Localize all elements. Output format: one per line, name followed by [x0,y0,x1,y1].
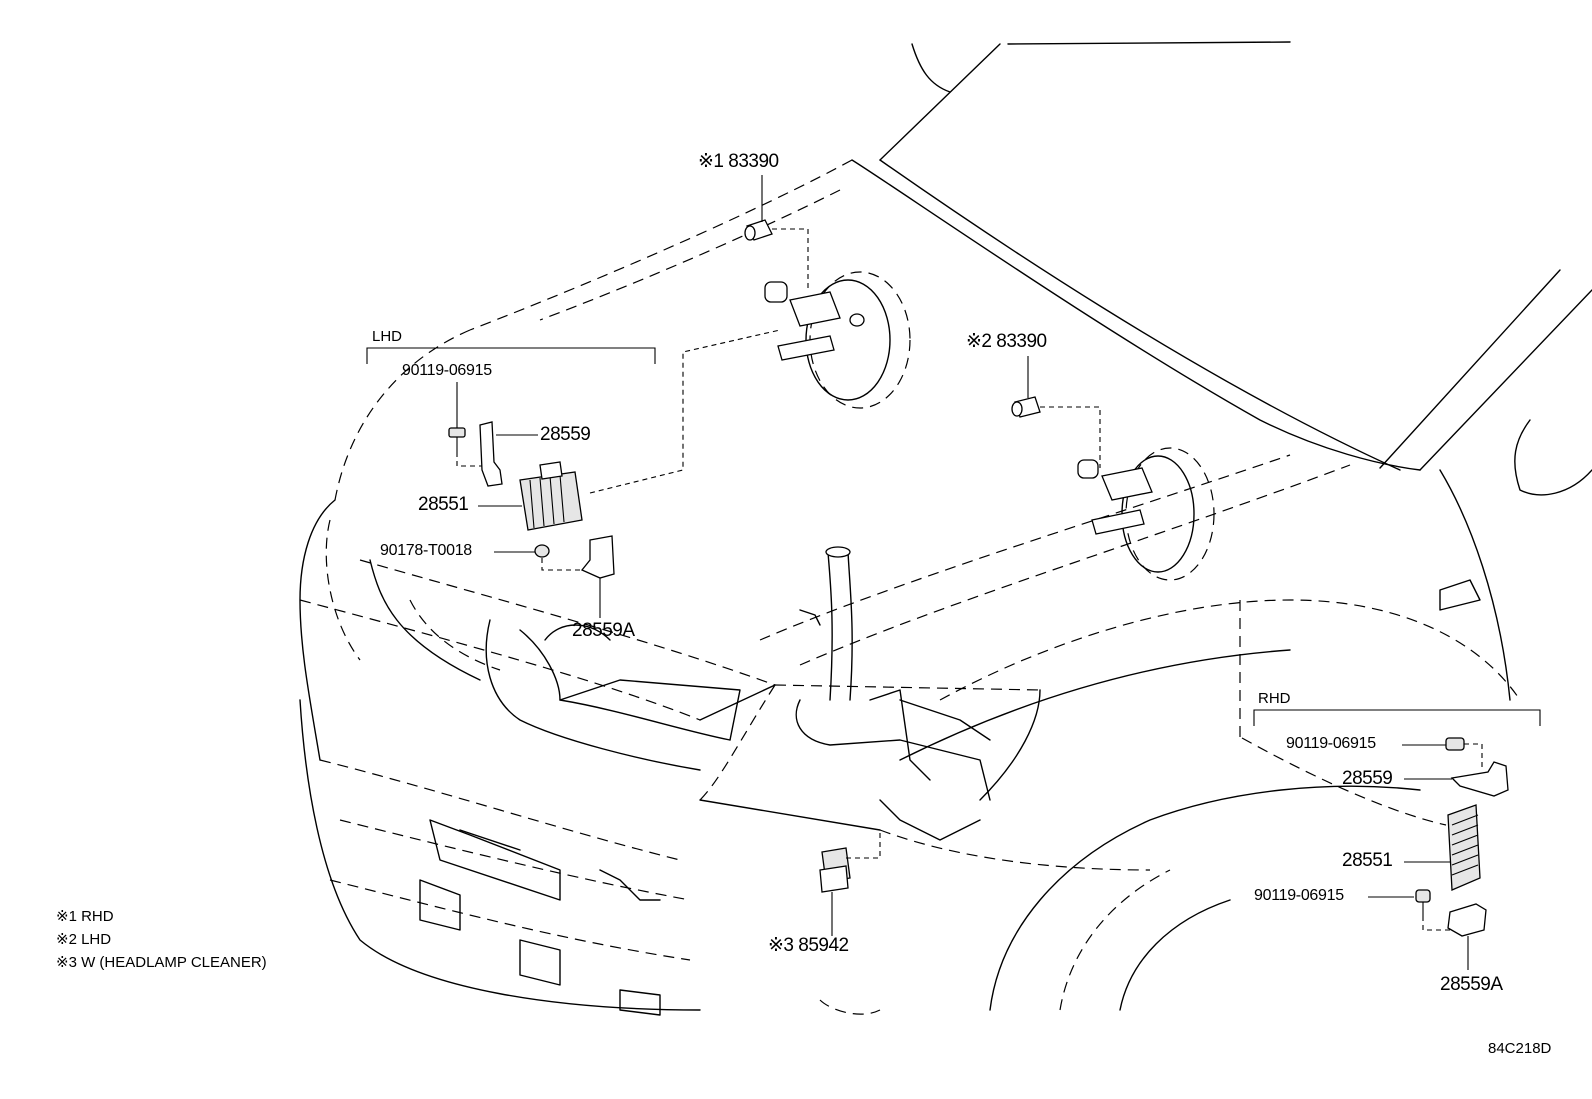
label-rhd-90119-top: 90119-06915 [1286,735,1376,752]
label-lhd-90178: 90178-T0018 [380,542,472,559]
sensor-83390-mid [1011,356,1101,468]
brake-booster-upper [764,271,911,409]
label-rhd-28559A: 28559A [1440,974,1503,995]
legend-item-1: ※1 RHD [56,908,114,925]
label-lhd-28559A: 28559A [572,620,635,641]
legend: ※1 RHD ※2 LHD ※3 W (HEADLAMP CLEANER) [56,905,267,974]
label-lhd-28559: 28559 [540,424,591,445]
group-label-lhd: LHD [372,328,403,345]
label-83390-top: ※1 83390 [698,151,779,172]
label-83390-mid: ※2 83390 [966,331,1047,352]
vehicle-body-outline [299,41,1592,1016]
label-lhd-90119: 90119-06915 [402,362,492,379]
label-lhd-28551: 28551 [418,494,469,515]
label-85942: ※3 85942 [768,935,849,956]
label-rhd-28559: 28559 [1342,768,1393,789]
legend-item-3: ※3 W (HEADLAMP CLEANER) [56,954,267,971]
reference-code: 84C218D [1488,1040,1552,1057]
label-rhd-90119-bottom: 90119-06915 [1254,887,1344,904]
lhd-group-parts [366,329,781,618]
relay-85942 [819,830,881,936]
sensor-83390-top [744,175,809,290]
rhd-group-parts [1241,709,1541,970]
label-rhd-28551: 28551 [1342,850,1393,871]
brake-booster-lower [1077,447,1215,581]
legend-item-2: ※2 LHD [56,931,112,948]
group-label-rhd: RHD [1258,690,1291,707]
